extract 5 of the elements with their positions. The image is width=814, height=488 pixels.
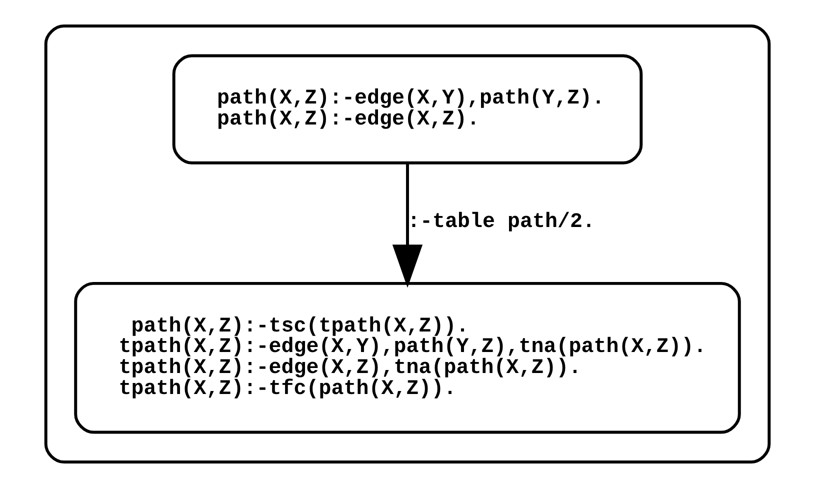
edge-label: :-table path/2.	[407, 211, 594, 234]
cluster	[44, 24, 770, 464]
node-box: path(X,Z):-tsc(tpath(X,Z)). tpath(X,Z):-edge(X,Y),path(Y,Z),tna(path(X,Z)). tpath(X,Z):-edge(X,Z),tna(path(X,Z)). tpath(X,Z):-tfc(path(X,Z)).	[74, 282, 740, 434]
arrow	[392, 163, 422, 288]
node-box: path(X,Z):-edge(X,Y),path(Y,Z). path(X,Z):-edge(X,Z).	[172, 54, 642, 164]
